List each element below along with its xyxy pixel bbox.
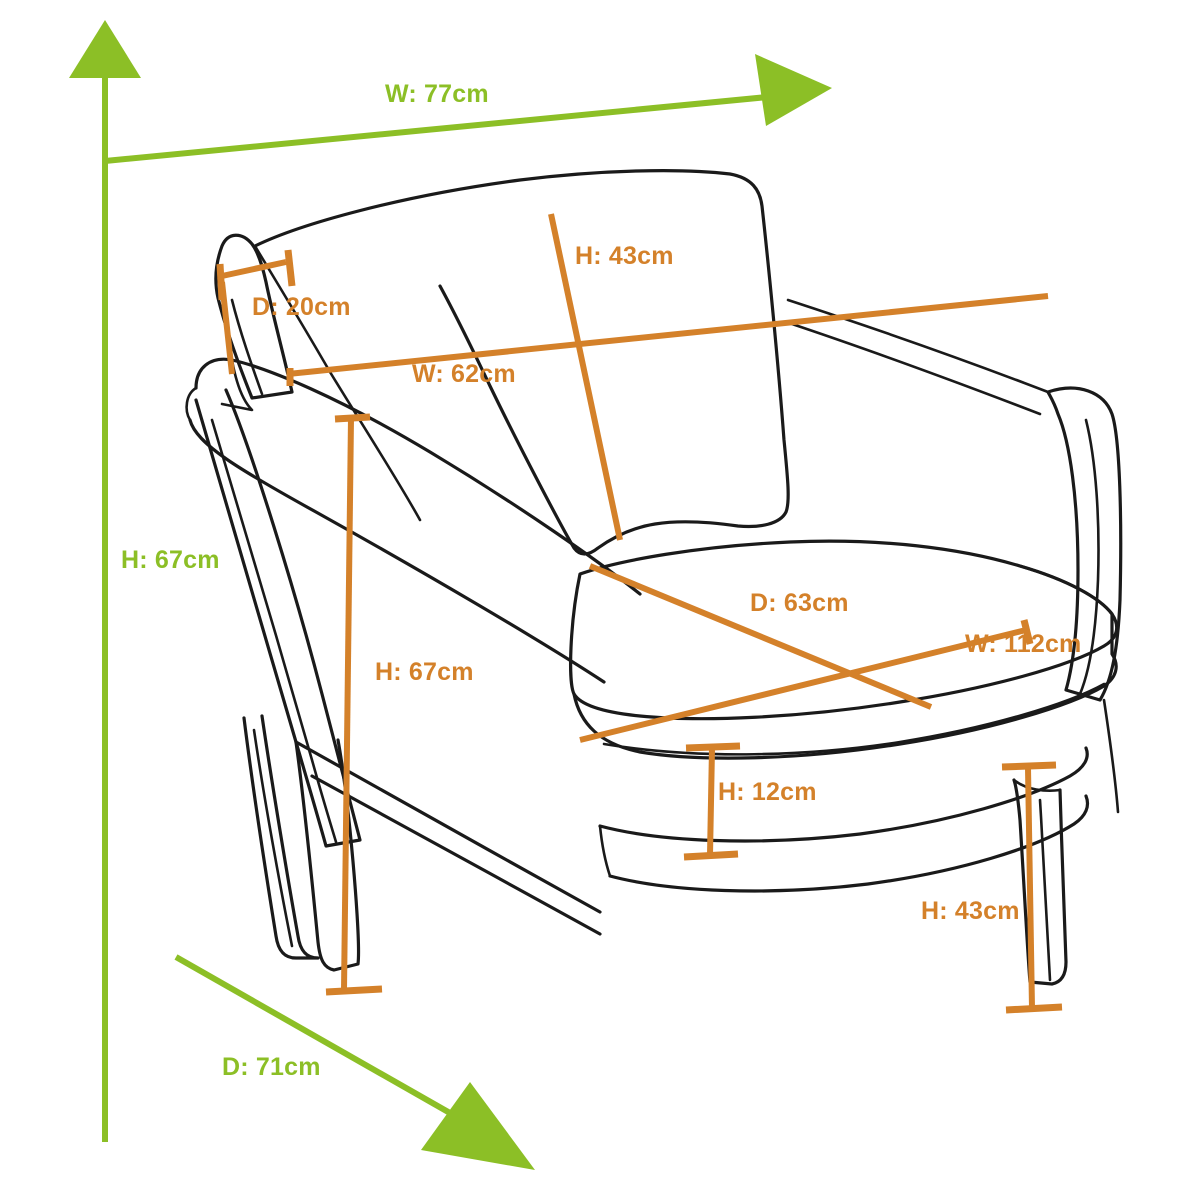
right-front-leg-inner	[1038, 798, 1052, 982]
label-seat-cushion-thickness: H: 12cm	[718, 778, 817, 806]
label-seat-width: W: 112cm	[965, 630, 1082, 658]
dim-line-seat-width	[579, 627, 1027, 743]
dim-line-frame-height	[341, 417, 354, 991]
dim-tick-seat-width-right	[1020, 619, 1034, 645]
label-back-cushion-depth: D: 20cm	[252, 293, 351, 321]
left-arm-rail-cap	[185, 386, 198, 422]
chair-illustration	[185, 169, 1123, 986]
detail-dimension-lines	[216, 213, 1063, 1014]
backrest-frame-top-rail	[786, 298, 1050, 394]
dim-tick-frame-height-bottom	[325, 985, 383, 996]
dim-line-back-cushion-depth	[221, 259, 287, 279]
dim-line-back-cushion-height	[548, 213, 623, 541]
dim-tick-back-cushion-depth-right	[284, 249, 296, 287]
left-back-leg-outline	[242, 714, 320, 960]
back-side-pad-outline	[214, 233, 294, 400]
dim-tick-frame-height-top	[334, 413, 371, 423]
right-front-leg-top	[1012, 778, 1062, 792]
label-back-cushion-width: W: 62cm	[412, 360, 516, 388]
dim-line-overall-width	[104, 93, 779, 164]
right-arm-post-inner	[1078, 418, 1100, 696]
dim-line-seat-height	[1025, 767, 1035, 1009]
back-side-pad-inner	[230, 298, 264, 396]
arrow-down-right-icon	[421, 1082, 535, 1170]
seat-base-left-edge	[598, 824, 612, 878]
dim-tick-seat-height-top	[1001, 761, 1057, 771]
label-seat-depth: D: 63cm	[750, 589, 849, 617]
seat-cushion-front-face	[572, 564, 1118, 760]
label-overall-width: W: 77cm	[385, 80, 489, 108]
overall-dimension-lines	[69, 20, 832, 1170]
right-front-leg-outline	[1012, 778, 1068, 986]
right-back-leg	[1102, 698, 1120, 814]
dim-leader-back-cushion-depth	[219, 281, 235, 375]
dim-line-overall-depth	[174, 954, 452, 1116]
left-back-leg-inner	[252, 728, 294, 948]
dim-line-seat-cushion-thickness	[707, 747, 715, 856]
seat-base-apron-top	[598, 746, 1089, 843]
seat-cushion-top	[569, 539, 1119, 721]
left-lower-stretcher	[294, 740, 602, 914]
dim-tick-seat-cushion-bottom	[683, 850, 739, 861]
back-cushion-outline	[253, 169, 790, 556]
backrest-frame-top-rail-b	[784, 320, 1042, 416]
left-front-post-inner	[210, 418, 338, 844]
label-overall-depth: D: 71cm	[222, 1053, 321, 1081]
dim-tick-seat-height-bottom	[1005, 1003, 1063, 1014]
left-lower-stretcher-b	[310, 774, 602, 936]
left-arm-top-rail	[194, 357, 642, 596]
dim-tick-seat-cushion-top	[685, 742, 741, 752]
label-overall-height: H: 67cm	[121, 546, 220, 574]
right-arm-post-outline	[1046, 386, 1123, 702]
dim-line-back-cushion-width	[287, 293, 1049, 377]
label-seat-height: H: 43cm	[921, 897, 1020, 925]
label-frame-height: H: 67cm	[375, 658, 474, 686]
arrow-right-icon	[755, 54, 832, 126]
arrow-up-icon	[69, 20, 141, 78]
dim-line-seat-depth	[588, 563, 933, 710]
left-front-post-outline	[194, 388, 362, 848]
label-back-cushion-height: H: 43cm	[575, 242, 674, 270]
seat-base-apron-bottom	[608, 794, 1090, 893]
back-cushion-left-edge	[253, 244, 422, 522]
seat-cushion-front-lip	[602, 682, 1106, 756]
